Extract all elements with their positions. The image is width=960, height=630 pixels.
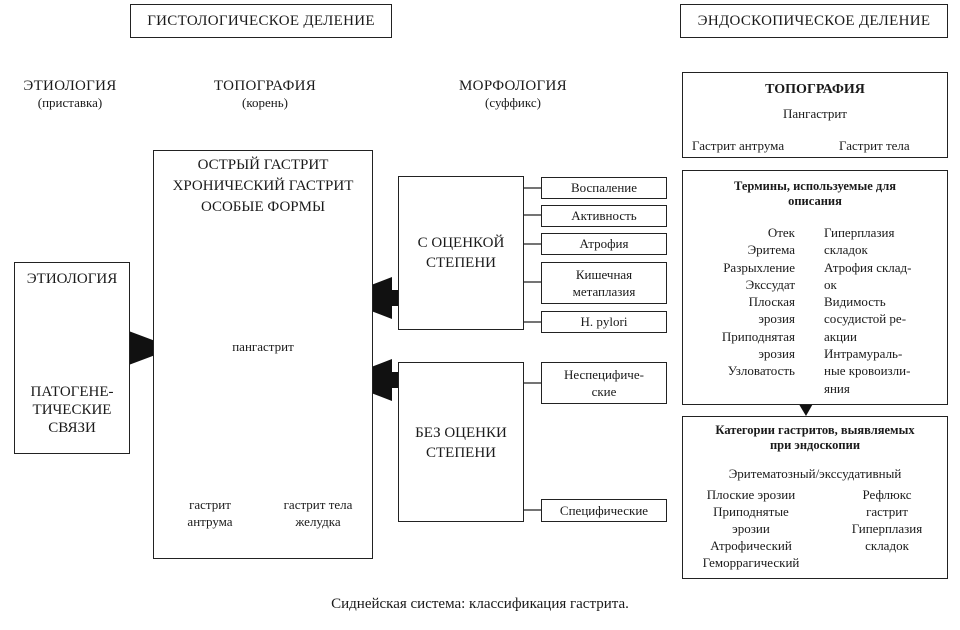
column-etiology: ЭТИОЛОГИЯ (приставка) [10,78,130,111]
body-label: гастрит тела желудка [266,496,370,530]
terms-right-list: Гиперплазия складок Атрофия склад- ок Ви… [824,224,946,397]
term-edema: Отек [767,225,795,240]
term-vascular-1: Видимость [824,294,886,310]
term-hemorrhage-3: яния [824,380,850,396]
pathogenetic-line-3: СВЯЗИ [48,420,96,436]
category-raised-erosions-2: эрозии [732,521,770,536]
term-exudate: Экссудат [745,276,795,292]
arrow-graded-to-topography [337,277,424,319]
activity-item: Активность [541,205,667,227]
ungraded-line-2: СТЕПЕНИ [426,445,496,461]
category-erythematous: Эритематозный/экссудативный [728,466,902,481]
categories-right-list: Рефлюкс гастрит Гиперплазия складок [829,486,945,554]
column-morphology: МОРФОЛОГИЯ (суффикс) [438,78,588,111]
pangastritis-label: пангастрит [232,339,294,354]
term-vascular-3: акции [824,328,857,344]
terms-title-line-1: Термины, используемые для [734,179,896,193]
arrow-ungraded-to-topography [337,359,424,401]
special-forms-label: ОСОБЫЕ ФОРМЫ [200,199,326,215]
column-topography-sub: (корень) [242,95,288,110]
term-hemorrhage-2: ные кровоизли- [824,363,911,379]
term-flat-erosion-1: Плоская [748,294,795,310]
column-etiology-sub: (приставка) [37,95,103,110]
endo-antrum: Гастрит антрума [692,138,785,153]
term-raised-erosion-1: Приподнятая [721,328,795,344]
category-reflux-2: гастрит [866,504,908,519]
categories-left-list: Плоские эрозии Приподнятые эрозии Атрофи… [687,486,815,571]
category-raised-erosions-1: Приподнятые [713,504,789,519]
column-morphology-title: МОРФОЛОГИЯ [459,78,567,94]
antrum-label-line-2: антрума [187,514,233,529]
category-reflux-1: Рефлюкс [862,487,912,502]
term-vascular-2: сосудистой ре- [824,311,907,327]
antrum-label: гастрит антрума [160,496,260,530]
chronic-gastritis-label: ХРОНИЧЕСКИЙ ГАСТРИТ [172,178,354,194]
category-hemorrhagic: Геморрагический [702,555,800,570]
figure-caption: Сиднейская система: классификация гастри… [331,596,629,612]
endo-pangastritis: Пангастрит [783,106,847,121]
pathogenetic-links: ПАТОГЕНЕ- ТИЧЕСКИЕ СВЯЗИ [15,383,129,437]
pathogenetic-line-1: ПАТОГЕНЕ- [30,384,114,400]
ungraded-box: БЕЗ ОЦЕНКИ СТЕПЕНИ [398,362,524,522]
antrum-label-line-1: гастрит [189,497,231,512]
inflammation-item: Воспаление [541,177,667,199]
endoscopic-header: ЭНДОСКОПИЧЕСКОЕ ДЕЛЕНИЕ [680,4,948,38]
topography-box: ОСТРЫЙ ГАСТРИТ ХРОНИЧЕСКИЙ ГАСТРИТ ОСОБЫ… [153,150,373,559]
term-erythema: Эритема [747,242,795,258]
body-label-line-2: желудка [295,514,341,529]
term-raised-erosion-2: эрозия [758,346,795,362]
h-pylori-item: H. pylori [541,311,667,333]
graded-box: С ОЦЕНКОЙ СТЕПЕНИ [398,176,524,330]
column-etiology-title: ЭТИОЛОГИЯ [23,78,117,94]
etiology-box: ЭТИОЛОГИЯ ПАТОГЕНЕ- ТИЧЕСКИЕ СВЯЗИ [14,262,130,454]
term-fold-atrophy-1: Атрофия склад- [824,259,912,275]
categories-title-line-1: Категории гастритов, выявляемых [715,423,915,437]
term-friability: Разрыхление [723,259,795,275]
etiology-box-title: ЭТИОЛОГИЯ [26,271,118,287]
categories-title-line-2: при эндоскопии [769,438,861,452]
histological-header: ГИСТОЛОГИЧЕСКОЕ ДЕЛЕНИЕ [130,4,392,38]
graded-connectors [524,187,541,511]
specific-item: Специфические [541,499,667,522]
term-fold-hyperplasia-1: Гиперплазия [824,225,895,240]
metaplasia-line-2: метаплазия [572,284,636,299]
arrow-etiology-to-topography [86,327,174,369]
term-fold-hyperplasia-2: складок [824,242,868,258]
endo-topography-box: ТОПОГРАФИЯ Пангастрит Гастрит антрума Га… [682,72,948,158]
endo-topography-title: ТОПОГРАФИЯ [765,82,865,97]
term-flat-erosion-2: эрозия [758,311,795,327]
ungraded-line-1: БЕЗ ОЦЕНКИ [415,425,507,441]
metaplasia-line-1: Кишечная [575,267,633,282]
column-topography-title: ТОПОГРАФИЯ [213,78,317,94]
nonspecific-line-2: ские [591,384,617,399]
category-fold-hyperplasia-2: складок [865,538,909,553]
terms-title-line-2: описания [788,194,842,208]
graded-line-1: С ОЦЕНКОЙ [417,235,505,251]
body-label-line-1: гастрит тела [283,497,353,512]
terms-box: Термины, используемые для описания Отек … [682,170,948,405]
categories-box: Категории гастритов, выявляемых при эндо… [682,416,948,579]
column-topography: ТОПОГРАФИЯ (корень) [190,78,340,111]
pathogenetic-line-2: ТИЧЕСКИЕ [32,402,112,418]
category-atrophic: Атрофический [710,538,792,553]
column-morphology-sub: (суффикс) [485,95,541,110]
endo-body: Гастрит тела [839,138,910,153]
nonspecific-item: Неспецифиче- ские [541,362,667,404]
nonspecific-line-1: Неспецифиче- [564,367,644,382]
terms-left-list: Отек Эритема Разрыхление Экссудат Плоска… [687,224,795,380]
category-flat-erosions: Плоские эрозии [706,487,796,502]
term-nodularity: Узловатость [727,363,795,379]
category-fold-hyperplasia-1: Гиперплазия [851,521,923,536]
term-fold-atrophy-2: ок [824,276,837,292]
atrophy-item: Атрофия [541,233,667,255]
intestinal-metaplasia-item: Кишечная метаплазия [541,262,667,304]
acute-gastritis-label: ОСТРЫЙ ГАСТРИТ [197,157,329,173]
graded-line-2: СТЕПЕНИ [426,255,496,271]
term-hemorrhage-1: Интрамураль- [824,346,903,362]
